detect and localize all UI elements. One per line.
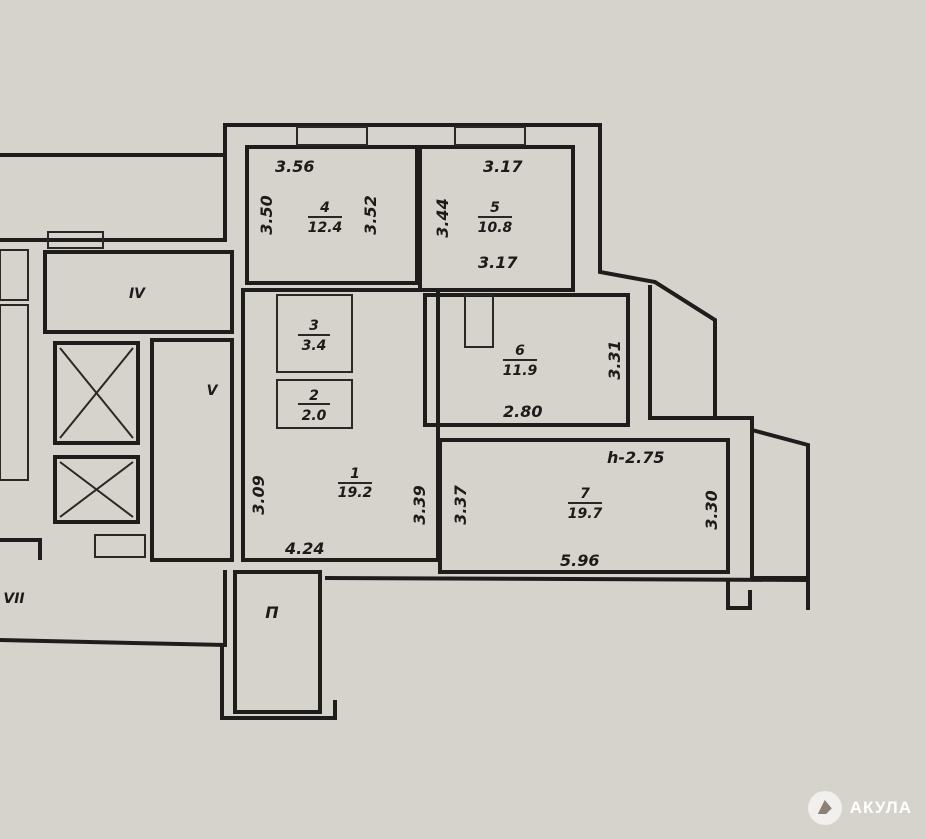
svg-text:19.2: 19.2	[338, 485, 373, 501]
svg-text:3.39: 3.39	[410, 485, 429, 524]
room-label-2: 2 2.0	[298, 388, 330, 424]
svg-text:5.96: 5.96	[560, 551, 599, 570]
svg-text:3: 3	[309, 318, 319, 334]
logo-text: АКУЛА	[849, 798, 912, 817]
svg-text:h-2.75: h-2.75	[607, 448, 665, 467]
svg-text:4.24: 4.24	[284, 539, 324, 558]
svg-text:3.09: 3.09	[249, 475, 268, 514]
room-label-6: 6 11.9	[503, 343, 538, 379]
svg-text:3.50: 3.50	[257, 195, 276, 234]
watermark-logo: АКУЛА	[807, 791, 912, 825]
svg-text:2.0: 2.0	[302, 408, 327, 424]
svg-text:2.80: 2.80	[503, 402, 542, 421]
svg-text:3.4: 3.4	[302, 338, 327, 354]
room-label-1: 1 19.2	[338, 466, 373, 501]
svg-text:11.9: 11.9	[503, 363, 538, 379]
svg-text:7: 7	[580, 486, 590, 502]
svg-text:3.31: 3.31	[605, 340, 624, 379]
svg-text:6: 6	[515, 343, 525, 359]
room-label-3: 3 3.4	[298, 318, 330, 354]
svg-text:19.7: 19.7	[568, 506, 603, 522]
room-label-5: 5 10.8	[478, 200, 513, 236]
svg-text:3.17: 3.17	[478, 253, 518, 272]
svg-text:12.4: 12.4	[308, 220, 343, 236]
svg-text:10.8: 10.8	[478, 220, 513, 236]
section-label-v: V	[207, 383, 219, 399]
svg-text:5: 5	[490, 200, 500, 216]
section-label-vii: VII	[3, 591, 24, 607]
svg-text:3.17: 3.17	[483, 157, 523, 176]
section-label-iv: IV	[129, 286, 146, 302]
shark-logo-icon	[807, 791, 842, 825]
svg-text:3.56: 3.56	[275, 157, 314, 176]
room-label-4: 4 12.4	[308, 200, 343, 236]
section-label-storage: П	[265, 603, 279, 622]
room-label-7: 7 19.7	[568, 486, 603, 522]
svg-text:3.37: 3.37	[451, 484, 470, 524]
common-area-walls	[0, 153, 809, 720]
svg-text:3.44: 3.44	[433, 198, 452, 237]
svg-text:3.30: 3.30	[702, 490, 721, 529]
svg-text:3.52: 3.52	[361, 195, 380, 234]
dimension-labels: 3.56 3.50 3.52 3.17 3.44 3.17 3.31 2.80 …	[249, 157, 721, 570]
svg-text:1: 1	[350, 466, 360, 482]
svg-text:2: 2	[309, 388, 319, 404]
svg-text:4: 4	[319, 200, 330, 216]
